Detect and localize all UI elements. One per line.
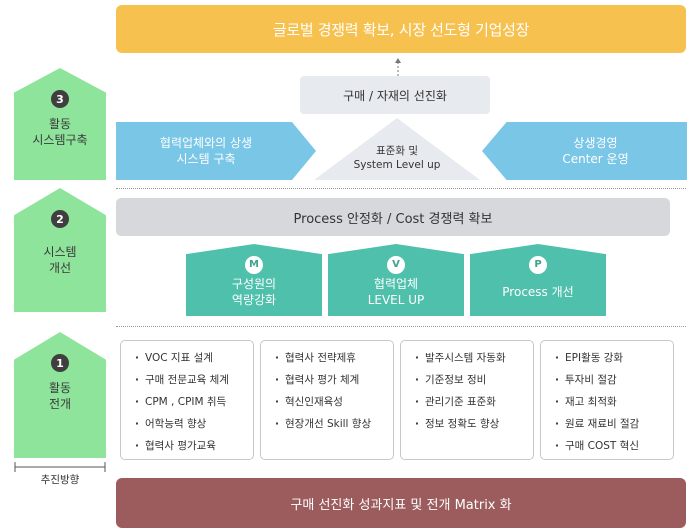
- pillar-partners-line2: LEVEL UP: [367, 293, 425, 307]
- up-arrow-icon: [395, 58, 401, 78]
- list-item: EPI활동 강화: [555, 349, 673, 371]
- list-item: 협력사 평가교육: [135, 437, 253, 459]
- pillar-process-line1: Process 개선: [502, 285, 574, 299]
- bottom-kpi-text: 구매 선진화 성과지표 및 전개 Matrix 화: [290, 497, 512, 513]
- win-win-center-line2: Center 운영: [562, 152, 629, 166]
- stage-1-label-line2: 전개: [48, 397, 72, 411]
- section-divider: [116, 188, 686, 189]
- top-goal-banner: 글로벌 경쟁력 확보, 시장 선도형 기업성장: [116, 5, 686, 53]
- activity-list-1: VOC 지표 설계 구매 전문교육 체계 CPM , CPIM 취득 어학능력 …: [120, 340, 254, 460]
- pillar-process-badge: P: [529, 256, 547, 274]
- pillar-members-line1: 구성원의: [231, 277, 277, 291]
- list-item: CPM , CPIM 취득: [135, 393, 253, 415]
- direction-label: 추진방향: [40, 473, 80, 486]
- stage-2-label-line1: 시스템: [43, 245, 77, 259]
- list-item: 정보 정확도 향상: [415, 415, 533, 437]
- stage-2-marker: 2 시스템 개선: [14, 188, 106, 312]
- partner-system-line2: 시스템 구축: [176, 152, 236, 166]
- stage-2-number: 2: [51, 210, 69, 228]
- partner-system-line1: 협력업체와의 상생: [159, 136, 253, 150]
- list-item: 어학능력 향상: [135, 415, 253, 437]
- stage-2-label-line2: 개선: [48, 261, 72, 275]
- activity-list-2: 협력사 전략제휴 협력사 평가 체계 혁신인재육성 현장개선 Skill 향상: [260, 340, 394, 460]
- list-item: 발주시스템 자동화: [415, 349, 533, 371]
- win-win-center-arrow: 상생경영 Center 운영: [482, 122, 687, 180]
- list-item: 혁신인재육성: [275, 393, 393, 415]
- stage-3-label-line2: 시스템구축: [32, 133, 88, 147]
- activity-list-3: 발주시스템 자동화 기준정보 정비 관리기준 표준화 정보 정확도 향상: [400, 340, 534, 460]
- list-item: 협력사 평가 체계: [275, 371, 393, 393]
- process-stabilization-text: Process 안정화 / Cost 경쟁력 확보: [293, 211, 493, 227]
- pillar-partners-line1: 협력업체: [373, 277, 419, 291]
- activity-list-4: EPI활동 강화 투자비 절감 재고 최적화 원료 재료비 절감 구매 COST…: [540, 340, 674, 460]
- bottom-kpi-banner: 구매 선진화 성과지표 및 전개 Matrix 화: [116, 478, 686, 528]
- list-item: VOC 지표 설계: [135, 349, 253, 371]
- stage-1-number: 1: [51, 354, 69, 372]
- stage-3-number: 3: [51, 90, 69, 108]
- pillar-members-badge: M: [245, 256, 263, 274]
- section-divider: [116, 326, 686, 327]
- direction-bracket-icon: [14, 462, 106, 472]
- process-stabilization-bar: Process 안정화 / Cost 경쟁력 확보: [116, 198, 670, 236]
- stage-3-marker: 3 활동 시스템구축: [14, 68, 106, 180]
- standardization-label: 표준화 및 System Level up: [330, 140, 464, 176]
- partner-system-arrow: 협력업체와의 상생 시스템 구축: [116, 122, 316, 180]
- standardization-line2: System Level up: [353, 159, 441, 171]
- standardization-line1: 표준화 및: [376, 145, 418, 157]
- list-item: 현장개선 Skill 향상: [275, 415, 393, 437]
- pillar-members: M 구성원의 역량강화: [186, 244, 322, 316]
- list-item: 구매 전문교육 체계: [135, 371, 253, 393]
- list-item: 협력사 전략제휴: [275, 349, 393, 371]
- list-item: 투자비 절감: [555, 371, 673, 393]
- stage-3-label-line1: 활동: [48, 117, 72, 131]
- stage-1-label-line1: 활동: [48, 381, 72, 395]
- list-item: 기준정보 정비: [415, 371, 533, 393]
- win-win-center-line1: 상생경영: [573, 136, 618, 150]
- purchase-advancement-box: 구매 / 자재의 선진화: [300, 76, 490, 114]
- purchase-advancement-text: 구매 / 자재의 선진화: [343, 88, 447, 103]
- list-item: 구매 COST 혁신: [555, 437, 673, 459]
- list-item: 재고 최적화: [555, 393, 673, 415]
- list-item: 관리기준 표준화: [415, 393, 533, 415]
- standardization-triangle: [314, 118, 480, 180]
- stage-1-marker: 1 활동 전개: [14, 332, 106, 458]
- pillar-process: P Process 개선: [470, 244, 606, 316]
- pillar-partners: V 협력업체 LEVEL UP: [328, 244, 464, 316]
- pillar-members-line2: 역량강화: [231, 293, 277, 307]
- pillar-partners-badge: V: [387, 256, 405, 274]
- top-goal-text: 글로벌 경쟁력 확보, 시장 선도형 기업성장: [272, 20, 530, 39]
- list-item: 원료 재료비 절감: [555, 415, 673, 437]
